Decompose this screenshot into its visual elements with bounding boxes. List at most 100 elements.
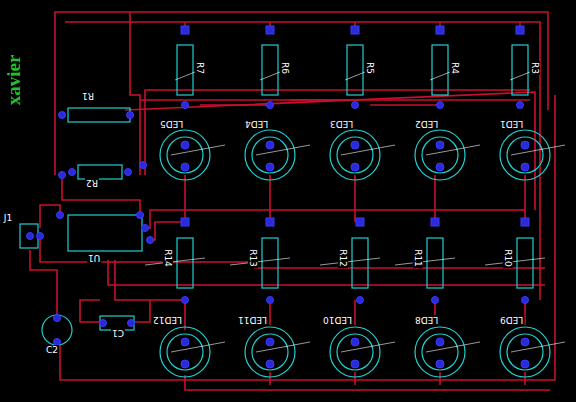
ratsnest-line bbox=[511, 342, 565, 352]
pad bbox=[266, 141, 274, 149]
pad bbox=[142, 225, 149, 232]
pad bbox=[267, 297, 274, 304]
ratsnest-line bbox=[145, 258, 205, 265]
part-designator: LED4 bbox=[244, 119, 269, 129]
pad bbox=[436, 141, 444, 149]
pad bbox=[128, 320, 135, 327]
pad bbox=[181, 163, 189, 171]
ratsnest-line bbox=[171, 145, 225, 155]
resistor-symbol bbox=[262, 238, 278, 288]
part-designator: C2 bbox=[45, 345, 59, 355]
part-designator: LED5 bbox=[159, 119, 184, 129]
led-outline bbox=[330, 327, 380, 377]
part-designator: R2 bbox=[85, 178, 99, 188]
resistor-symbol bbox=[347, 45, 363, 95]
part-designator: R10 bbox=[503, 248, 513, 268]
pad bbox=[137, 212, 144, 219]
part-designator: R13 bbox=[248, 248, 258, 268]
led-outline bbox=[415, 130, 465, 180]
ratsnest-line bbox=[426, 342, 480, 352]
led-outline bbox=[160, 327, 210, 377]
pad bbox=[521, 360, 529, 368]
pad bbox=[57, 212, 64, 219]
pad bbox=[147, 237, 154, 244]
resistor-symbol bbox=[352, 238, 368, 288]
pad bbox=[432, 297, 439, 304]
ratsnest-line bbox=[341, 342, 395, 352]
pad bbox=[352, 102, 359, 109]
led-outline bbox=[245, 130, 295, 180]
pad bbox=[266, 218, 274, 226]
part-designator: R7 bbox=[195, 61, 205, 75]
part-designator: R3 bbox=[530, 61, 540, 75]
pad bbox=[181, 218, 189, 226]
part-designator: R4 bbox=[450, 61, 460, 75]
part-designator: R11 bbox=[413, 248, 423, 268]
pad bbox=[37, 233, 44, 240]
ratsnest-line bbox=[171, 342, 225, 352]
pad bbox=[436, 338, 444, 346]
pad bbox=[266, 163, 274, 171]
pad bbox=[436, 360, 444, 368]
pad bbox=[356, 218, 364, 226]
pad bbox=[266, 360, 274, 368]
part-designator: LED8 bbox=[414, 315, 439, 325]
ratsnest-line bbox=[485, 258, 545, 265]
ratsnest-line bbox=[426, 145, 480, 155]
pad bbox=[351, 141, 359, 149]
pad bbox=[181, 26, 189, 34]
led-outline bbox=[500, 130, 550, 180]
part-designator: LED12 bbox=[152, 315, 183, 325]
pad bbox=[100, 320, 107, 327]
pad bbox=[127, 112, 134, 119]
led-outline bbox=[500, 327, 550, 377]
ratsnest-line bbox=[395, 258, 455, 265]
pad bbox=[351, 338, 359, 346]
part-designator: LED2 bbox=[414, 119, 439, 129]
pad bbox=[266, 26, 274, 34]
pad bbox=[521, 141, 529, 149]
pad bbox=[517, 102, 524, 109]
resistor-symbol bbox=[427, 238, 443, 288]
part-designator: R1 bbox=[81, 91, 95, 101]
part-designator: LED3 bbox=[329, 119, 354, 129]
resistor-symbol bbox=[177, 45, 193, 95]
pad bbox=[436, 163, 444, 171]
pad bbox=[181, 338, 189, 346]
pad bbox=[181, 360, 189, 368]
pad bbox=[521, 338, 529, 346]
pad bbox=[59, 172, 66, 179]
pads bbox=[27, 26, 530, 368]
pad bbox=[522, 297, 529, 304]
part-designator: LED1 bbox=[499, 119, 524, 129]
part-designator: C1 bbox=[111, 328, 125, 338]
pad bbox=[351, 163, 359, 171]
pad bbox=[267, 102, 274, 109]
pad bbox=[140, 162, 147, 169]
part-designator: R5 bbox=[365, 61, 375, 75]
ratsnest bbox=[145, 70, 565, 352]
pad bbox=[436, 26, 444, 34]
ratsnest-line bbox=[256, 342, 310, 352]
component-outlines bbox=[20, 45, 550, 377]
resistor-symbol bbox=[517, 238, 533, 288]
resistor-symbol bbox=[262, 45, 278, 95]
pad bbox=[59, 112, 66, 119]
led-outline bbox=[330, 130, 380, 180]
pad bbox=[54, 315, 61, 322]
part-designator: R6 bbox=[280, 61, 290, 75]
pad bbox=[27, 233, 34, 240]
part-designator: R14 bbox=[163, 248, 173, 268]
pad bbox=[125, 169, 132, 176]
brand-text: xavier bbox=[4, 54, 24, 107]
resistor-symbol bbox=[177, 238, 193, 288]
ratsnest-line bbox=[341, 145, 395, 155]
pad bbox=[431, 218, 439, 226]
ratsnest-line bbox=[230, 258, 290, 265]
led-outline bbox=[245, 327, 295, 377]
pad bbox=[357, 297, 364, 304]
pad bbox=[182, 297, 189, 304]
resistor-symbol bbox=[432, 45, 448, 95]
resistor-symbol bbox=[512, 45, 528, 95]
